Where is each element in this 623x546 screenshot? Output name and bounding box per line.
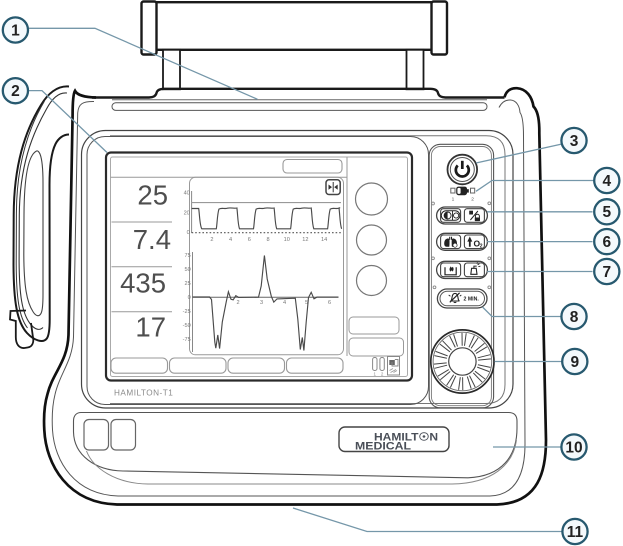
svg-text:HAMILTON-T1: HAMILTON-T1 bbox=[114, 389, 173, 398]
svg-text:5: 5 bbox=[602, 204, 611, 221]
svg-text:4: 4 bbox=[229, 237, 232, 243]
svg-text:25: 25 bbox=[184, 281, 190, 287]
svg-text:75: 75 bbox=[184, 253, 190, 259]
svg-text:435: 435 bbox=[120, 268, 166, 299]
svg-text:-75: -75 bbox=[183, 337, 191, 343]
svg-text:3: 3 bbox=[570, 133, 579, 150]
svg-text:HAMILT☉N: HAMILT☉N bbox=[374, 432, 438, 444]
svg-text:10: 10 bbox=[284, 237, 290, 243]
svg-text:8: 8 bbox=[570, 309, 579, 326]
svg-text:14: 14 bbox=[321, 237, 327, 243]
svg-text:2: 2 bbox=[236, 300, 239, 306]
svg-text:5: 5 bbox=[305, 300, 308, 306]
svg-text:2: 2 bbox=[210, 237, 213, 243]
svg-text:8: 8 bbox=[266, 237, 269, 243]
svg-text:50: 50 bbox=[184, 267, 190, 273]
svg-text:1: 1 bbox=[452, 196, 455, 202]
svg-text:6: 6 bbox=[602, 234, 611, 251]
svg-text:4: 4 bbox=[283, 300, 286, 306]
svg-text:6: 6 bbox=[328, 300, 331, 306]
svg-text:9: 9 bbox=[570, 354, 579, 371]
svg-text:40: 40 bbox=[184, 191, 190, 197]
svg-text:12: 12 bbox=[302, 237, 308, 243]
svg-text:3: 3 bbox=[260, 300, 263, 306]
svg-text:2: 2 bbox=[381, 372, 384, 377]
svg-text:MEDICAL: MEDICAL bbox=[355, 441, 411, 453]
svg-text:2: 2 bbox=[11, 83, 20, 100]
svg-text:-50: -50 bbox=[183, 323, 191, 329]
svg-text:0: 0 bbox=[188, 295, 191, 301]
svg-text:1: 1 bbox=[374, 372, 377, 377]
svg-text:20: 20 bbox=[184, 211, 190, 217]
svg-text:25: 25 bbox=[137, 180, 168, 211]
svg-text:2 MIN.: 2 MIN. bbox=[464, 296, 480, 302]
svg-text:11: 11 bbox=[567, 524, 584, 541]
svg-text:4: 4 bbox=[602, 173, 611, 190]
svg-text:7: 7 bbox=[602, 264, 611, 281]
svg-text:2: 2 bbox=[480, 243, 483, 249]
svg-text:7.4: 7.4 bbox=[133, 224, 171, 255]
svg-text:O: O bbox=[474, 239, 481, 249]
svg-text:6: 6 bbox=[248, 237, 251, 243]
svg-text:0: 0 bbox=[187, 230, 190, 236]
svg-text:1: 1 bbox=[11, 22, 20, 39]
svg-text:17: 17 bbox=[135, 312, 166, 343]
svg-text:-25: -25 bbox=[183, 309, 191, 315]
svg-text:10: 10 bbox=[565, 439, 582, 456]
svg-text:2: 2 bbox=[471, 196, 474, 202]
